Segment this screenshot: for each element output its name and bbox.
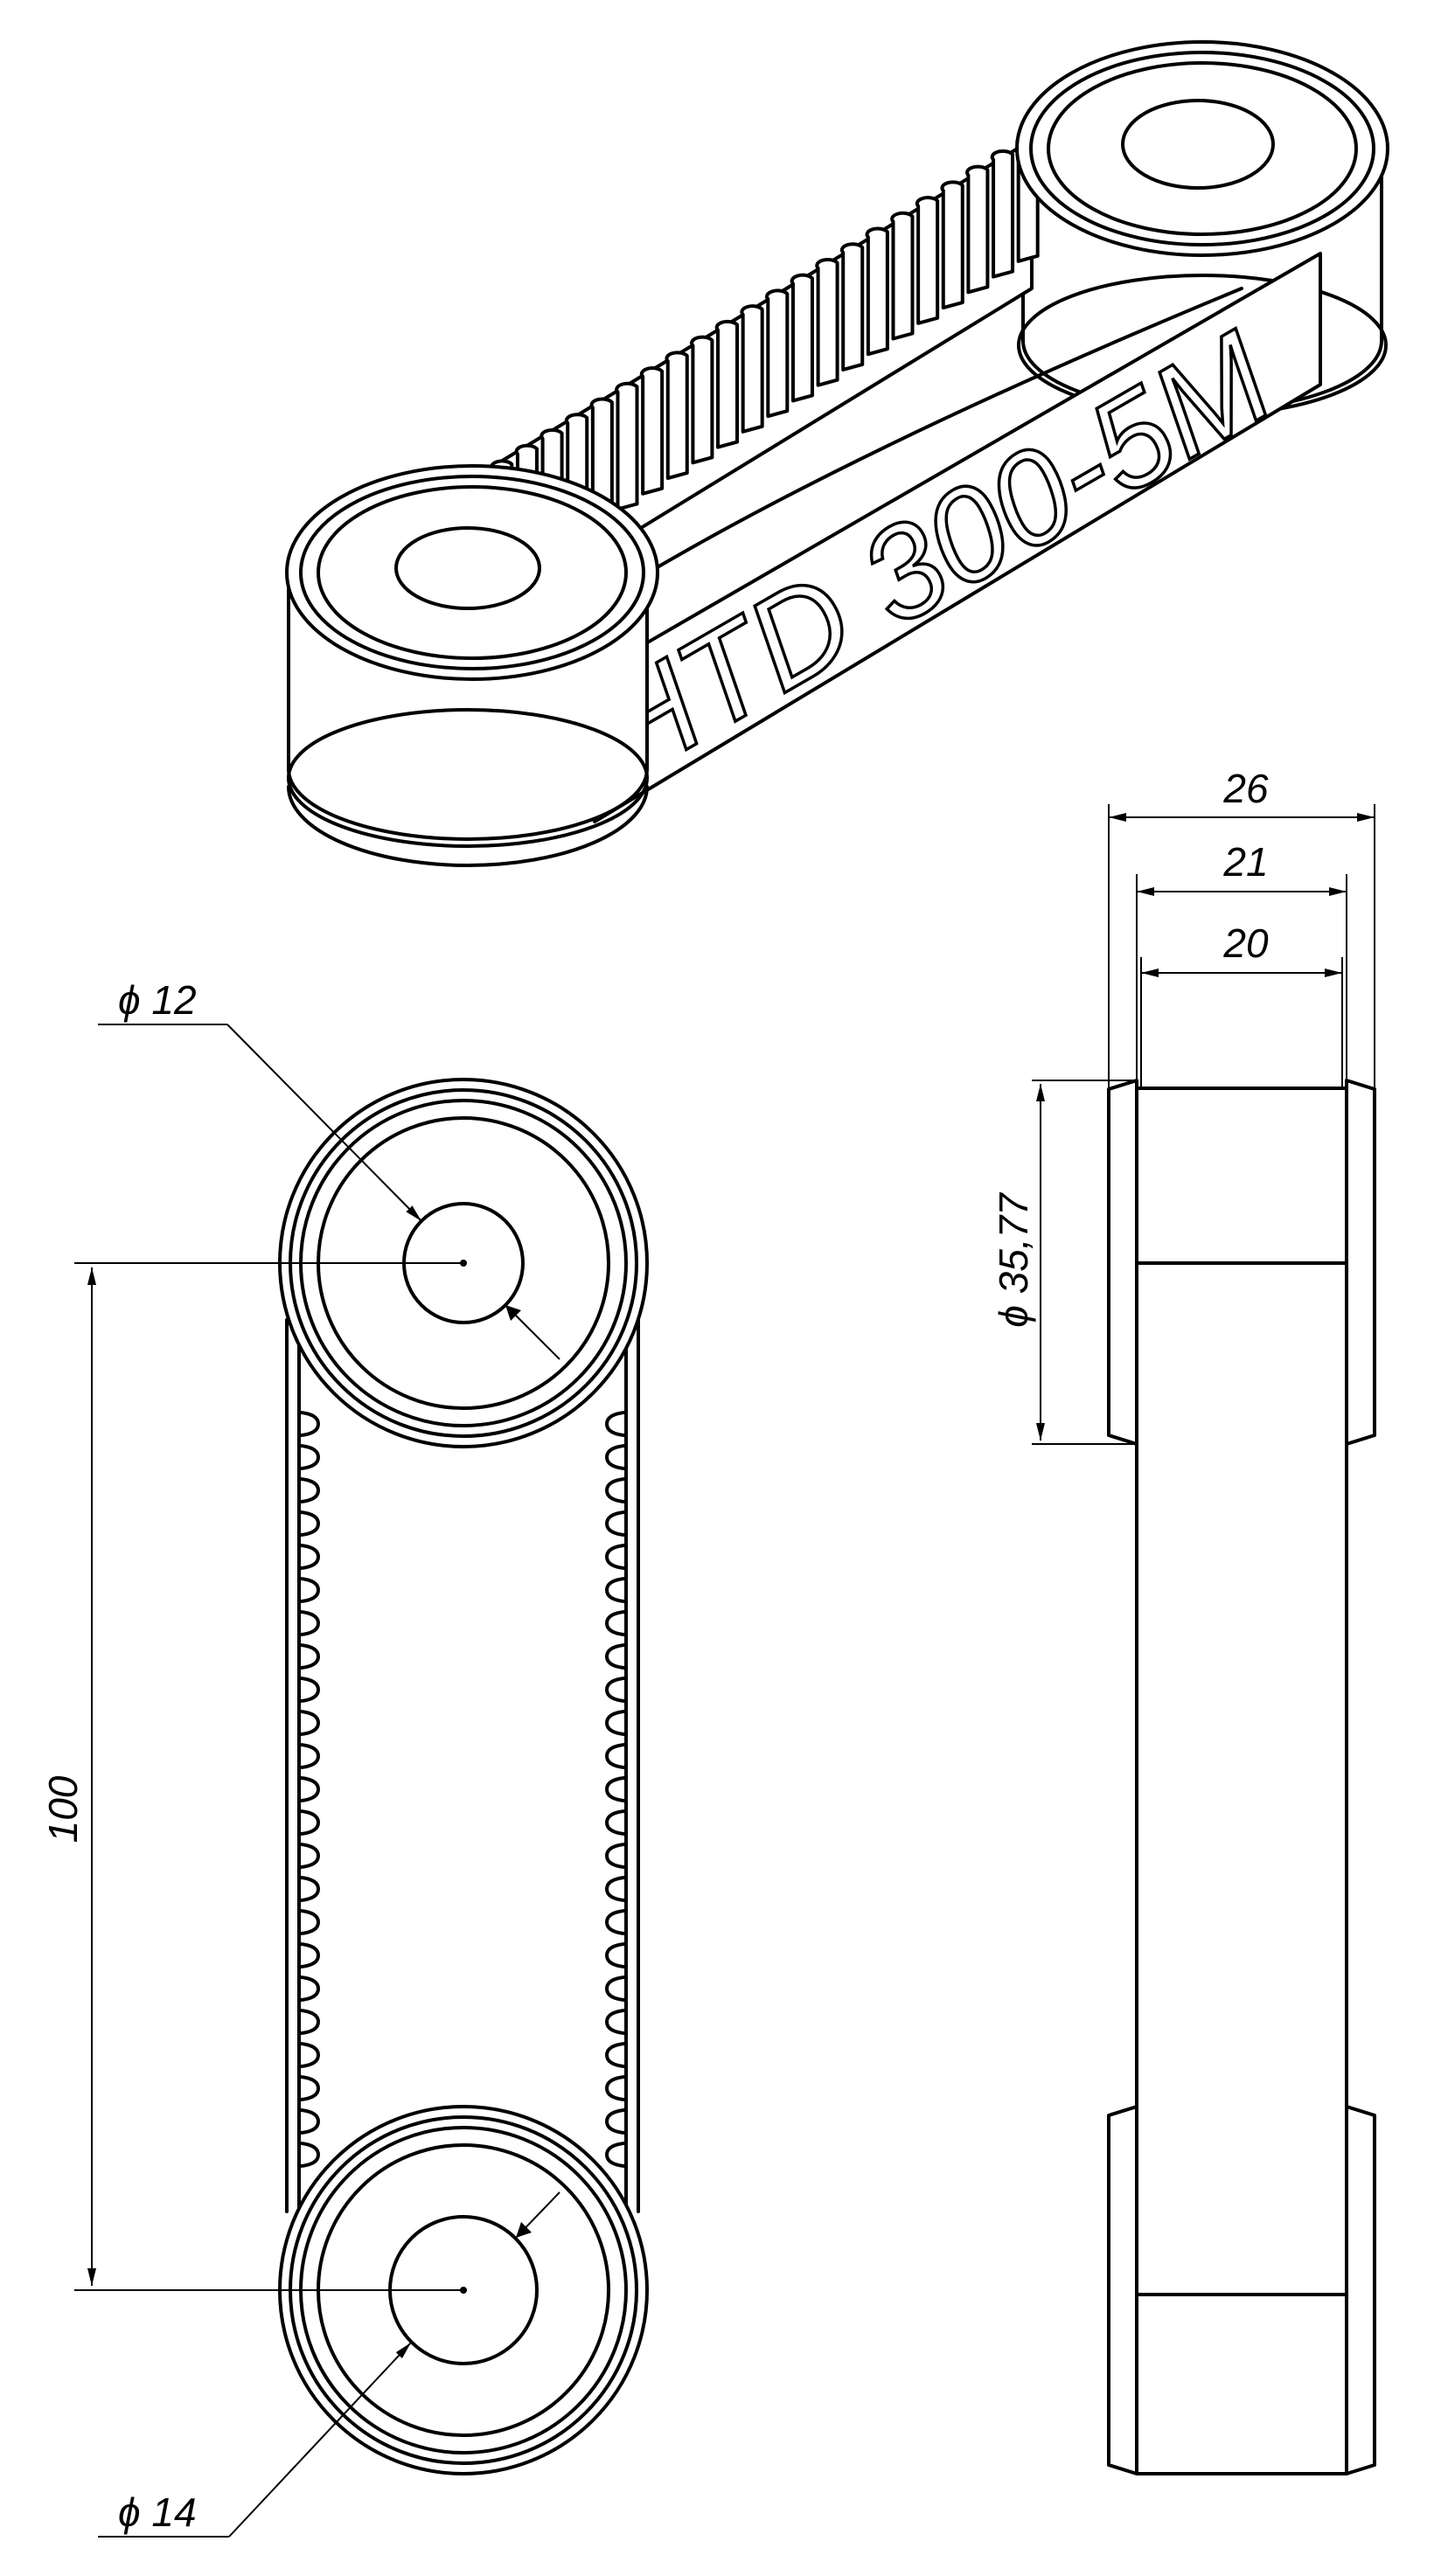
side-belt (1135, 1087, 1348, 2475)
iso-tooth (740, 304, 764, 434)
iso-tooth (990, 149, 1015, 279)
dim-belt-width: 20 (1141, 920, 1342, 977)
iso-tooth (915, 196, 940, 325)
iso-tooth (765, 288, 790, 419)
dim-pulley-diameter: ϕ 35,77 (991, 1084, 1045, 1441)
dim-flange-inner-width: 21 (1137, 839, 1347, 896)
front-belt (285, 1318, 640, 2213)
dim-bottom-bore-text: ϕ 14 (118, 2489, 197, 2535)
dim-top-bore: ϕ 12 (98, 977, 560, 1360)
iso-tooth (965, 164, 990, 295)
iso-tooth (890, 211, 915, 341)
dim-bottom-bore: ϕ 14 (98, 2191, 560, 2538)
dim-belt-width-text: 20 (1222, 920, 1269, 966)
dim-overall-width: 26 (1109, 766, 1375, 822)
side-view: 26 21 20 ϕ 35,77 (991, 766, 1376, 2475)
side-top-flanges (1107, 1079, 1376, 1446)
dim-flange-inner-width-text: 21 (1222, 839, 1268, 885)
iso-tooth (639, 366, 665, 496)
isometric-view: HTD 300-5M (285, 40, 1389, 867)
front-view: 100 ϕ 12 ϕ 14 (40, 977, 649, 2538)
iso-tooth (714, 319, 740, 449)
side-extension-lines (1032, 804, 1375, 1445)
iso-belt-inner-edge (610, 287, 1243, 596)
dim-center-distance: 100 (40, 1262, 463, 2291)
iso-tooth (815, 257, 839, 387)
iso-tooth (665, 351, 689, 481)
iso-left-pulley (285, 464, 659, 867)
iso-right-pulley-cap (1015, 40, 1389, 257)
iso-tooth (940, 180, 964, 310)
iso-tooth (615, 381, 639, 511)
iso-tooth (839, 242, 865, 371)
dim-center-distance-text: 100 (40, 1775, 86, 1843)
iso-tooth (790, 273, 814, 403)
dim-overall-width-text: 26 (1222, 766, 1269, 811)
iso-tooth (690, 335, 714, 465)
dim-top-bore-text: ϕ 12 (118, 977, 197, 1023)
iso-tooth (865, 226, 889, 357)
side-bottom-flanges (1107, 2105, 1376, 2475)
dim-pulley-diameter-text: ϕ 35,77 (991, 1192, 1036, 1328)
